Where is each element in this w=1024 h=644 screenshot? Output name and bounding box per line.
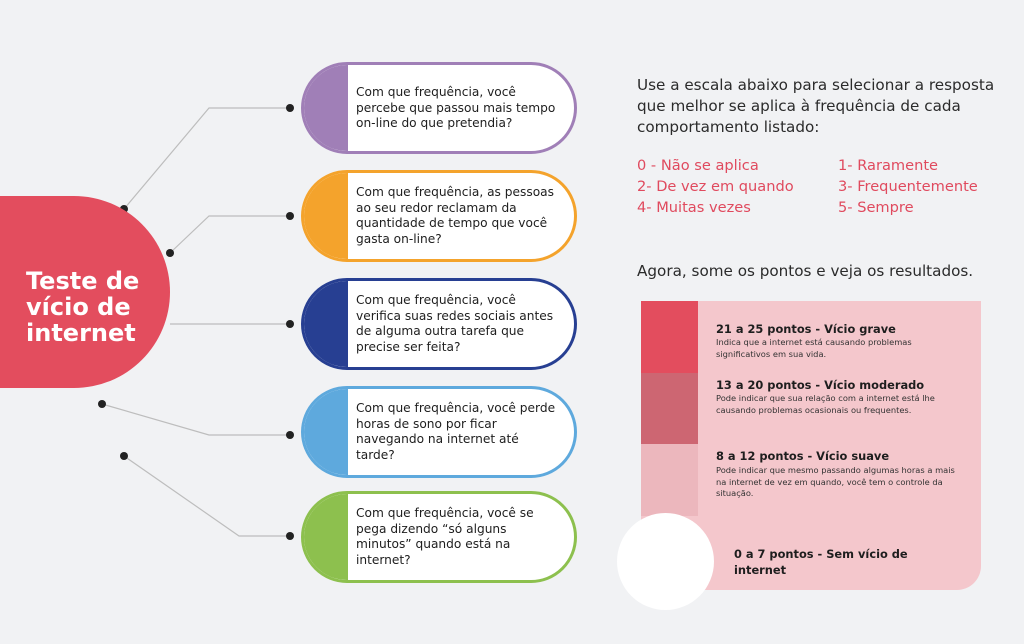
- result-title-grave: 21 a 25 pontos - Vício grave: [716, 322, 896, 336]
- question-text: Com que frequência, as pessoas ao seu re…: [356, 185, 554, 246]
- sum-instruction: Agora, some os pontos e veja os resultad…: [637, 262, 974, 280]
- result-title-suave: 8 a 12 pontos - Vício suave: [716, 449, 890, 463]
- question-text: Com que frequência, você percebe que pas…: [356, 84, 556, 130]
- scale-item-4: 4- Muitas vezes: [637, 199, 751, 216]
- question-card-3: Com que frequência, você verifica suas r…: [301, 278, 577, 370]
- result-bar-moderado: [641, 373, 698, 444]
- question-color-cap: [304, 389, 348, 475]
- question-card-1: Com que frequência, você percebe que pas…: [301, 62, 577, 154]
- scale-item-0: 0 - Não se aplica: [637, 157, 759, 174]
- result-bar-suave: [641, 444, 698, 516]
- result-circle: [617, 513, 714, 610]
- question-text: Com que frequência, você perde horas de …: [356, 401, 556, 462]
- scale-item-5: 5- Sempre: [838, 199, 914, 216]
- result-desc-suave: Pode indicar que mesmo passando algumas …: [716, 465, 955, 498]
- question-card-4: Com que frequência, você perde horas de …: [301, 386, 577, 478]
- question-card-5: Com que frequência, você se pega dizendo…: [301, 491, 577, 583]
- question-text: Com que frequência, você verifica suas r…: [356, 293, 554, 354]
- question-card-2: Com que frequência, as pessoas ao seu re…: [301, 170, 577, 262]
- question-color-cap: [304, 65, 348, 151]
- question-color-cap: [304, 173, 348, 259]
- result-title-moderado: 13 a 20 pontos - Vício moderado: [716, 378, 925, 392]
- result-title-sem-vicio: 0 a 7 pontos - Sem vício de internet: [734, 547, 908, 577]
- instruction-text: Use a escala abaixo para selecionar a re…: [637, 76, 995, 136]
- title-block: Teste de vício de internet: [0, 196, 170, 388]
- page-title: Teste de vício de internet: [26, 267, 140, 347]
- question-color-cap: [304, 281, 348, 367]
- result-bar-grave: [641, 301, 698, 373]
- scale-item-3: 3- Frequentemente: [838, 178, 978, 195]
- scale-item-2: 2- De vez em quando: [637, 178, 794, 195]
- result-desc-grave: Indica que a internet está causando prob…: [716, 337, 912, 359]
- question-color-cap: [304, 494, 348, 580]
- result-desc-moderado: Pode indicar que sua relação com a inter…: [716, 393, 935, 415]
- question-text: Com que frequência, você se pega dizendo…: [356, 506, 534, 567]
- scale-item-1: 1- Raramente: [838, 157, 939, 174]
